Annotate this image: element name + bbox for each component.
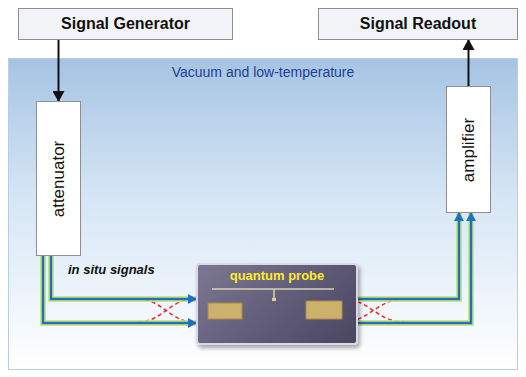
- signal-glow: [358, 213, 459, 299]
- signal-glow: [51, 256, 196, 299]
- connector-line: [51, 256, 196, 299]
- node-label: Signal Readout: [360, 15, 476, 33]
- red-dashed-curve: [344, 299, 404, 322]
- chip-box: quantum probe: [196, 263, 358, 345]
- process-box: Signal Readout: [318, 8, 518, 40]
- signal-line: [358, 213, 471, 323]
- amplifier-box: amplifier: [446, 86, 491, 213]
- node-label: amplifier: [459, 117, 479, 181]
- connector-line: [43, 256, 196, 323]
- signal-label: in situ signals: [68, 262, 155, 277]
- node-label: Signal Generator: [61, 15, 190, 33]
- region-title: Vacuum and low-temperature: [9, 64, 517, 80]
- signal-line: [358, 213, 459, 299]
- red-dashed-curve: [138, 299, 194, 322]
- node-label: attenuator: [49, 140, 69, 217]
- signal-glow: [358, 213, 471, 323]
- process-box: Signal Generator: [18, 8, 233, 40]
- connector-line: [468, 40, 470, 86]
- attenuator-box: attenuator: [36, 101, 81, 256]
- red-dashed-curve: [344, 299, 404, 322]
- connector-line: [358, 213, 459, 299]
- connector-line: [358, 213, 471, 323]
- node-label: quantum probe: [198, 268, 356, 283]
- connector-arrow: [468, 40, 469, 86]
- signal-line: [43, 256, 196, 323]
- signal-glow: [43, 256, 196, 323]
- red-dashed-curve: [138, 299, 194, 322]
- signal-line: [51, 256, 196, 299]
- connector-arrow: [58, 40, 59, 101]
- connector-line: [58, 40, 60, 101]
